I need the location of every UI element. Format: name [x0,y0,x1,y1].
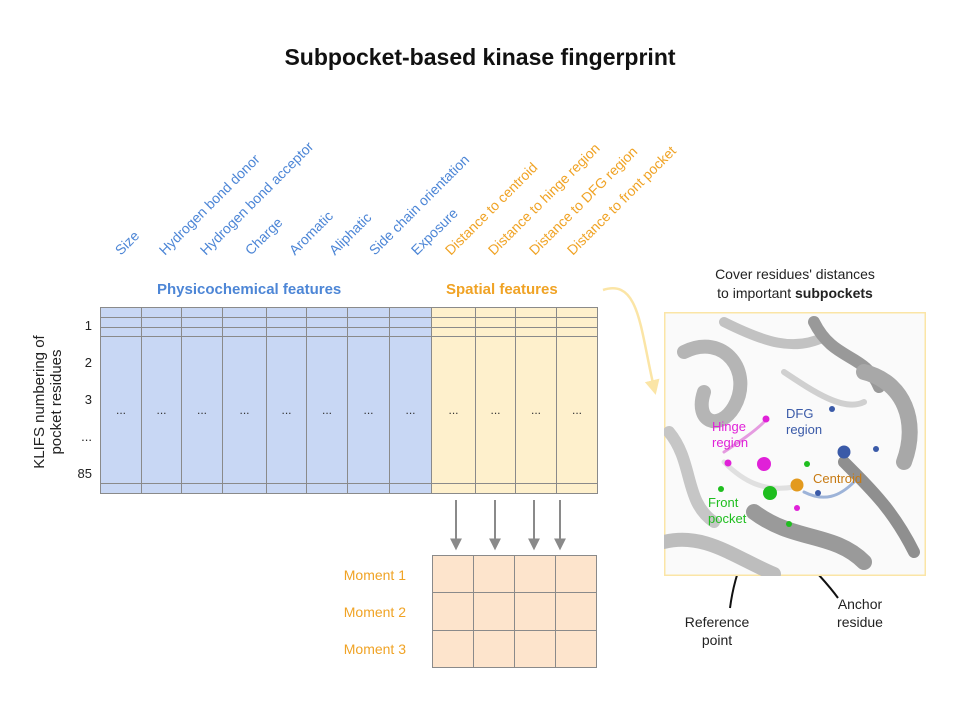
grid-row [100,316,598,328]
moment-cell [432,592,474,631]
centroid-label: Centroid [813,471,863,486]
moment-row [432,554,597,594]
dfg-residue-marker-3 [815,490,821,496]
row-label-85: 85 [77,466,92,481]
moment-cell [432,554,474,594]
grid-cell-ellipsis: ... [347,336,390,485]
hinge-residue-marker-2 [724,459,732,467]
row-label-3: 3 [84,392,92,407]
row-label-ellipsis: ... [81,429,92,444]
moment-cell [432,629,474,669]
dfg-region-label: DFG region [786,406,823,437]
dfg-marker [837,445,851,459]
dfg-residue-marker-1 [829,406,835,412]
moment-cell [514,629,556,669]
moment-cell [514,592,556,631]
moment-down-arrows [450,500,566,551]
panel-caption: Cover residues' distances to important s… [680,265,910,303]
grid-row: .................................... [100,336,598,485]
moment-cell [473,629,515,669]
moment-row [432,629,597,669]
spatial-to-panel-arrow [602,287,660,395]
reference-point-annotation: Reference point [684,614,750,648]
front-residue-marker-1 [804,461,810,467]
moment-row [432,592,597,631]
row-label-2: 2 [84,355,92,370]
subpocket-markers [718,406,879,527]
moment-cell [555,629,597,669]
centroid-marker [790,478,804,492]
moment-cell [473,592,515,631]
grid-cell-ellipsis: ... [475,336,516,485]
moment-3-label: Moment 3 [343,641,406,657]
physicochemical-features-label: Physicochemical features [157,281,342,298]
moment-cell [555,592,597,631]
dfg-residue-marker-2 [873,446,879,452]
panel-caption-line1: Cover residues' distances [715,266,875,282]
grid-cell-ellipsis: ... [431,336,476,485]
grid-cell [556,483,598,494]
grid-cell-ellipsis: ... [556,336,598,485]
spatial-features-label: Spatial features [446,281,558,298]
anchor-residue-annotation: Anchor residue [837,596,883,630]
hinge-marker [757,457,771,471]
kinase-structure-panel [664,312,926,576]
subpockets-emphasis: subpockets [795,285,873,301]
panel-caption-line2: to important subpockets [717,285,873,301]
hinge-residue-marker-1 [762,415,770,423]
grid-cell-ellipsis: ... [222,336,267,485]
grid-cell-ellipsis: ... [266,336,307,485]
moment-cell [473,554,515,594]
front-pocket-label: Front pocket [708,495,747,526]
moment-1-label: Moment 1 [343,567,406,583]
moment-cell [555,554,597,594]
front-residue-marker-2 [718,486,724,492]
grid-cell-ellipsis: ... [141,336,182,485]
hinge-residue-marker-3 [794,505,800,511]
grid-cell-ellipsis: ... [181,336,223,485]
front-pocket-marker [763,486,777,500]
fingerprint-grid: .................................... [100,307,598,494]
row-label-1: 1 [84,318,92,333]
front-residue-marker-3 [786,521,792,527]
figure-title: Subpocket-based kinase fingerprint [284,44,676,70]
moments-grid [432,554,597,669]
moment-2-label: Moment 2 [343,604,406,620]
moment-cell [514,554,556,594]
protein-cartoon [664,316,920,576]
grid-cell-ellipsis: ... [100,336,142,485]
grid-row [100,483,598,494]
hinge-region-label: Hinge region [712,419,749,450]
